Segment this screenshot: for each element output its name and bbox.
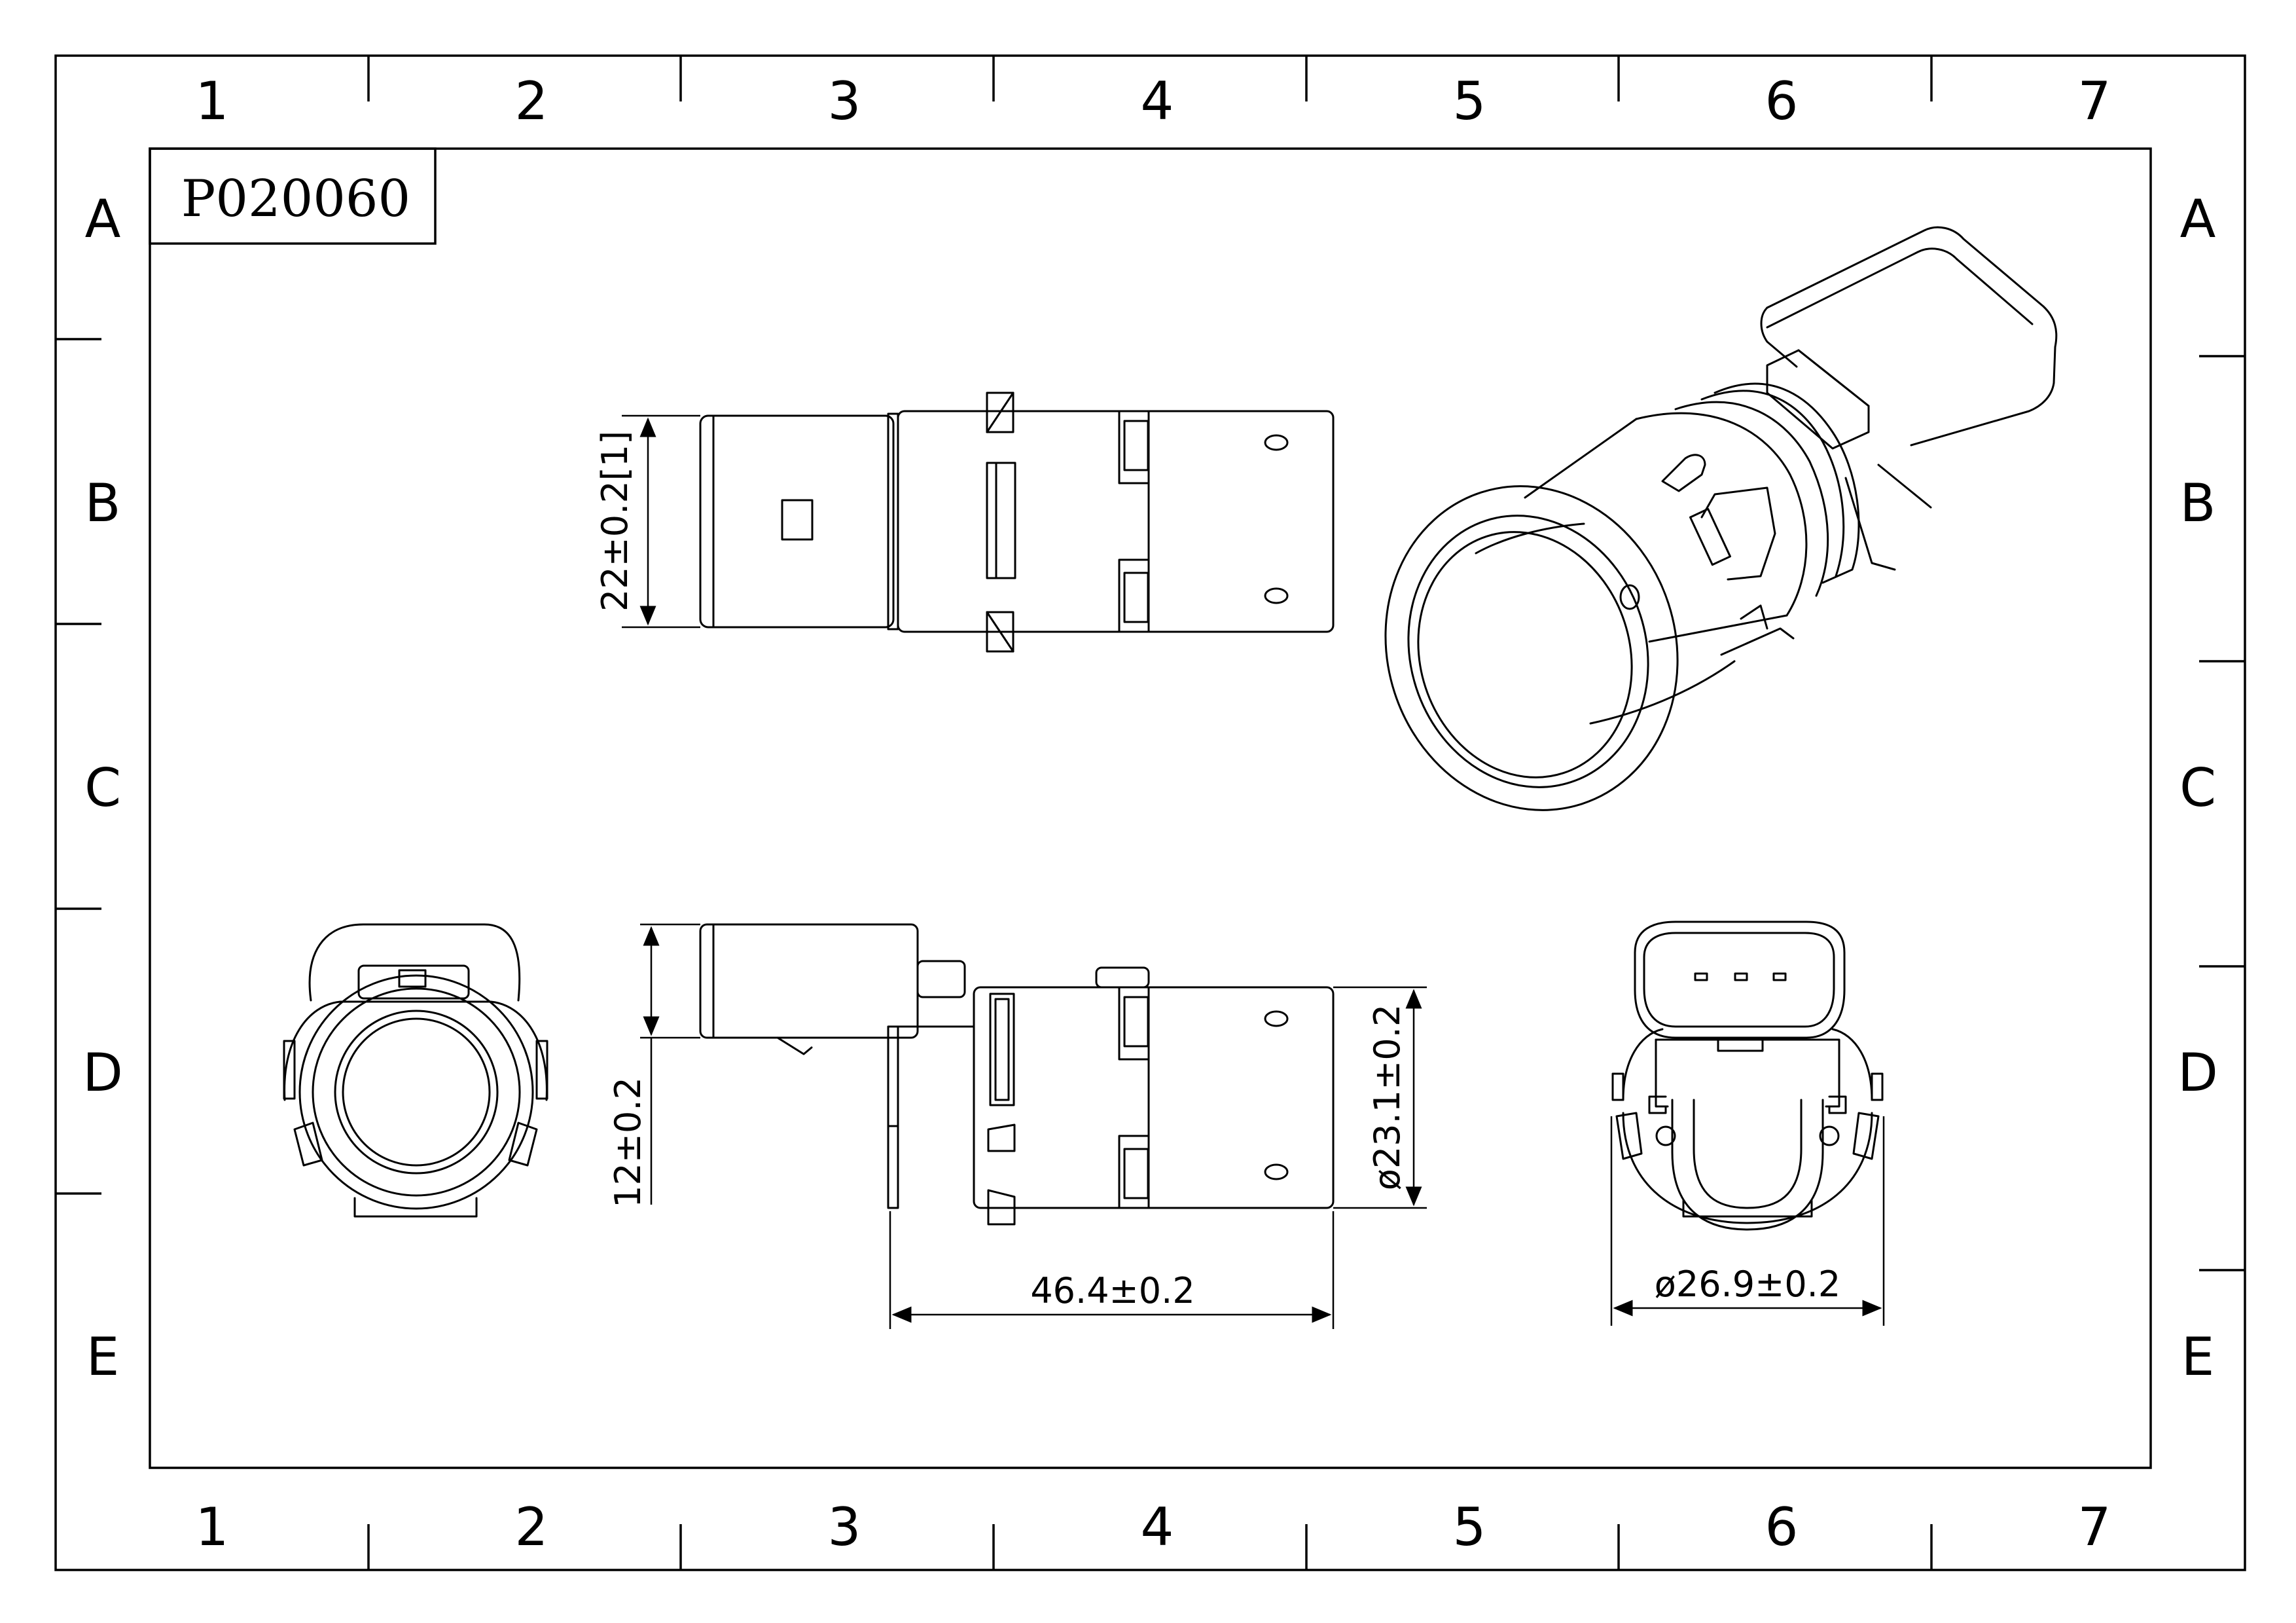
- zone-row-c: C: [2179, 757, 2216, 818]
- zone-col-1: 1: [196, 1497, 229, 1558]
- zone-col-4: 4: [1141, 71, 1174, 132]
- zone-col-7: 7: [2078, 1497, 2111, 1558]
- zone-col-3: 3: [828, 71, 861, 132]
- zone-row-c: C: [84, 757, 121, 818]
- zone-row-b: B: [85, 473, 121, 534]
- zone-row-e: E: [2181, 1326, 2215, 1387]
- top-view: [699, 392, 1335, 653]
- zone-col-7: 7: [2078, 71, 2111, 132]
- part-number-box: [149, 147, 437, 245]
- isometric-view: [1384, 226, 2058, 811]
- dim-body-length: 46.4±0.2: [889, 1211, 1335, 1329]
- zone-labels-right: A B C D E: [2178, 189, 2218, 1387]
- front-view: [283, 923, 548, 1218]
- side-view: [699, 923, 1335, 1226]
- dim-flange-diameter-label: ø26.9±0.2: [1655, 1264, 1840, 1305]
- back-view: [1611, 921, 1884, 1231]
- dim-connector-offset-label: 12±0.2: [607, 1077, 649, 1208]
- zone-col-5: 5: [1453, 1497, 1486, 1558]
- zone-col-3: 3: [828, 1497, 861, 1558]
- outer-frame: [54, 54, 2246, 1571]
- zone-col-6: 6: [1765, 71, 1799, 132]
- dim-height-top-label: 22±0.2[1]: [594, 431, 636, 611]
- part-number: P020060: [181, 170, 410, 228]
- dim-body-diameter: ø23.1±0.2: [1333, 986, 1427, 1209]
- zone-row-a: A: [2180, 189, 2216, 249]
- zone-col-2: 2: [515, 1497, 548, 1558]
- zone-row-e: E: [86, 1326, 120, 1387]
- dim-flange-diameter: ø26.9±0.2: [1610, 1116, 1885, 1326]
- zone-row-d: D: [82, 1042, 123, 1103]
- zone-row-d: D: [2178, 1042, 2218, 1103]
- dim-body-diameter-label: ø23.1±0.2: [1367, 1004, 1408, 1190]
- zone-row-a: A: [85, 189, 121, 249]
- zone-col-2: 2: [515, 71, 548, 132]
- dim-connector-offset: 12±0.2: [607, 923, 700, 1208]
- zone-col-6: 6: [1765, 1497, 1799, 1558]
- zone-col-4: 4: [1141, 1497, 1174, 1558]
- zone-ticks: [56, 56, 2245, 1570]
- inner-frame: [149, 147, 2152, 1469]
- zone-row-b: B: [2180, 473, 2216, 534]
- zone-col-5: 5: [1453, 71, 1486, 132]
- zone-labels-top: 1 2 3 4 5 6 7: [196, 71, 2111, 132]
- zone-col-1: 1: [196, 71, 229, 132]
- zone-labels-left: A B C D E: [82, 189, 123, 1387]
- dim-body-length-label: 46.4±0.2: [1030, 1270, 1194, 1311]
- zone-labels-bottom: 1 2 3 4 5 6 7: [196, 1497, 2111, 1558]
- dim-height-top: 22±0.2[1]: [594, 414, 700, 629]
